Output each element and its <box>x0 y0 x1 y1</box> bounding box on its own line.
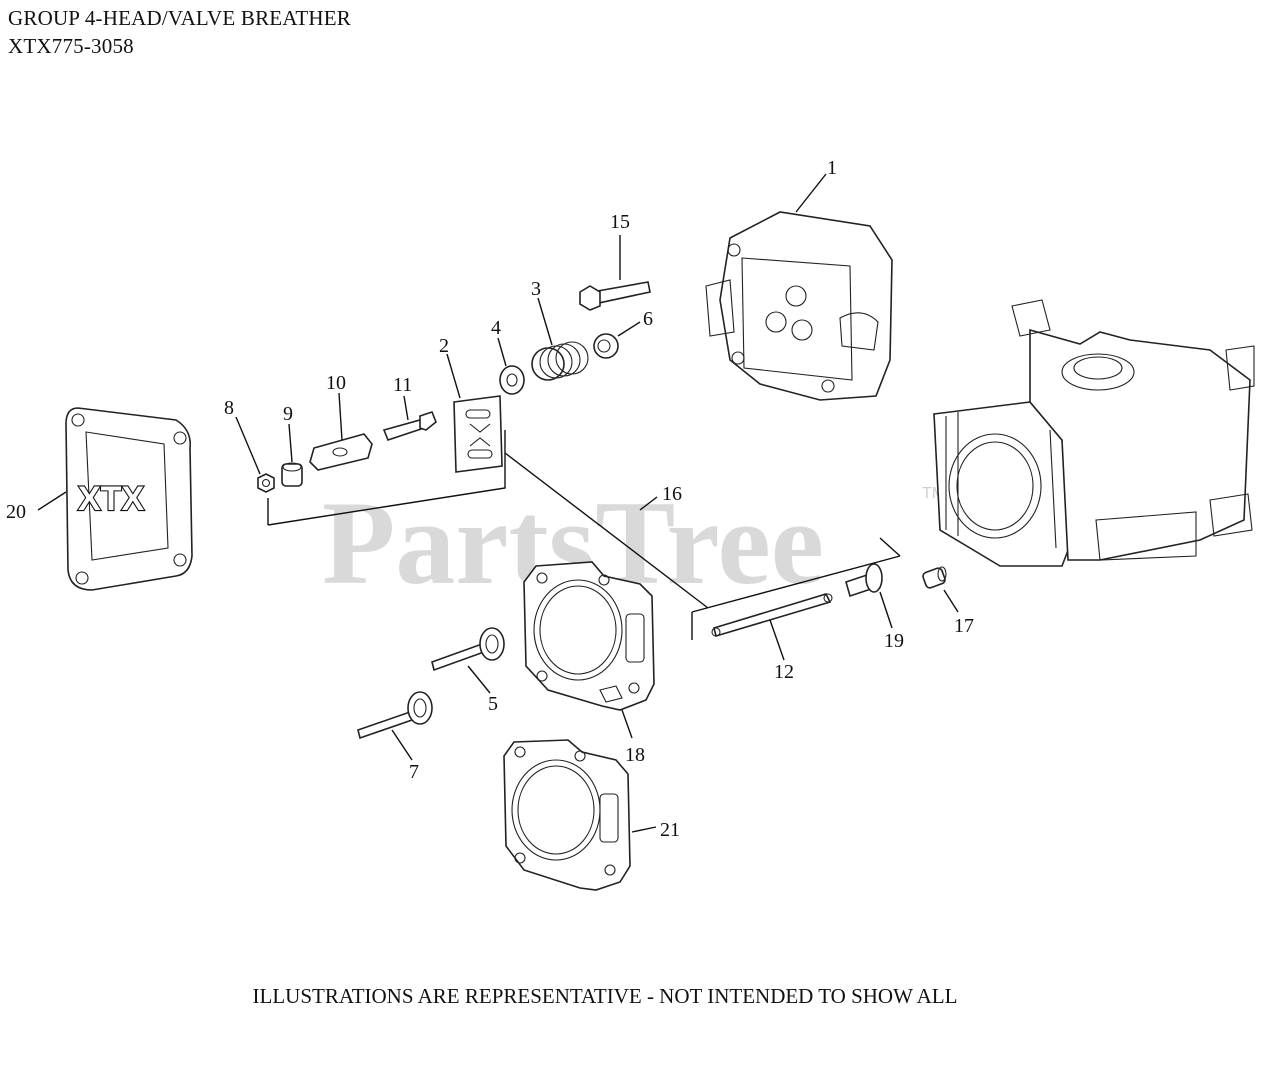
cover-logo: XTX <box>78 480 144 518</box>
callout-12[interactable]: 12 <box>774 661 794 683</box>
callout-11[interactable]: 11 <box>393 374 412 396</box>
part-dowel-pin[interactable] <box>922 566 947 589</box>
callout-8[interactable]: 8 <box>224 397 234 419</box>
callout-2[interactable]: 2 <box>439 335 449 357</box>
part-head-bolt[interactable] <box>579 281 651 311</box>
part-engine-block[interactable] <box>933 299 1255 567</box>
diagram-title: GROUP 4-HEAD/VALVE BREATHER <box>8 6 351 30</box>
callout-21[interactable]: 21 <box>660 819 680 841</box>
callout-4[interactable]: 4 <box>491 317 501 339</box>
callout-16[interactable]: 16 <box>662 483 682 505</box>
callout-10[interactable]: 10 <box>326 372 346 394</box>
part-valve-spring[interactable] <box>531 341 589 381</box>
part-intake-valve[interactable] <box>357 691 433 740</box>
part-nut[interactable] <box>257 473 275 493</box>
callout-17[interactable]: 17 <box>954 615 974 637</box>
callout-6[interactable]: 6 <box>643 308 653 330</box>
model-number: XTX775-3058 <box>8 34 134 58</box>
part-exhaust-valve[interactable] <box>431 627 505 672</box>
part-valve-lifter[interactable] <box>845 563 883 598</box>
callout-9[interactable]: 9 <box>283 403 293 425</box>
callout-18[interactable]: 18 <box>625 744 645 766</box>
part-cylinder-gasket[interactable] <box>503 739 631 891</box>
part-valve-cover[interactable]: XTX <box>65 407 193 591</box>
disclaimer-footer: ILLUSTRATIONS ARE REPRESENTATIVE - NOT I… <box>252 984 958 1008</box>
part-head-gasket[interactable] <box>523 561 655 711</box>
callout-19[interactable]: 19 <box>884 630 904 652</box>
callout-15[interactable]: 15 <box>610 211 630 233</box>
callout-1[interactable]: 1 <box>827 157 837 179</box>
callout-7[interactable]: 7 <box>409 761 419 783</box>
part-rocker-arm[interactable] <box>309 433 373 471</box>
part-valve-stem-seal[interactable] <box>593 333 619 359</box>
part-rocker-stud[interactable] <box>382 411 437 441</box>
part-spring-retainer[interactable] <box>499 365 525 395</box>
part-push-rod[interactable] <box>711 593 833 638</box>
part-cylinder-head[interactable] <box>705 211 893 401</box>
callout-20[interactable]: 20 <box>6 501 26 523</box>
callout-5[interactable]: 5 <box>488 693 498 715</box>
part-pivot[interactable] <box>281 462 303 487</box>
part-guide-plate[interactable] <box>453 395 503 473</box>
callout-3[interactable]: 3 <box>531 278 541 300</box>
